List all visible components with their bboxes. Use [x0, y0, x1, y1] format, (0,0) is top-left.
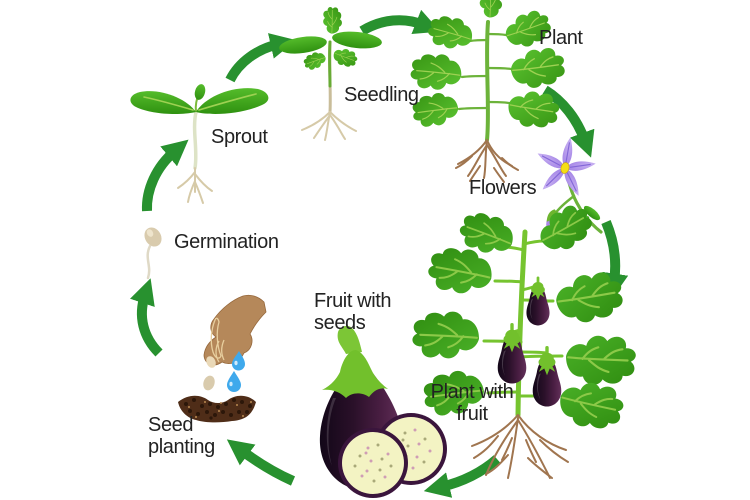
arrow-fruit-with-seeds-to-seed-planting: [226, 439, 296, 486]
eggplant-fruit: [526, 276, 550, 326]
held-seed: [206, 356, 216, 368]
label-seedling: Seedling: [344, 84, 419, 106]
seedling-left-leaf: [301, 49, 329, 73]
label-plant-with-fruit: Plant with fruit: [430, 381, 514, 426]
plant-with-fruit-illustration: [410, 198, 638, 479]
flower-center: [560, 162, 570, 174]
germination-seed: [144, 227, 162, 247]
arrow-germination-to-sprout: [141, 139, 189, 212]
arrow-flowers-to-plant-with-fruit: [601, 220, 629, 300]
label-flowers: Flowers: [469, 177, 537, 199]
seedling-right-leaf: [330, 45, 360, 70]
seedling-left-cotyledon: [279, 36, 327, 54]
eggplant-slice: [338, 428, 408, 498]
seedling-top-leaf: [322, 6, 343, 34]
arrow-seedling-to-plant: [359, 9, 441, 36]
hand: [203, 294, 267, 366]
plant-with-fruit-leaf: [410, 309, 481, 361]
seedling-illustration: [279, 6, 382, 141]
cycle-arrows: [130, 9, 629, 498]
soil-mound: [178, 395, 256, 423]
germination-seed-highlight: [146, 229, 154, 237]
sprout-bud-leaf: [194, 84, 206, 100]
sprout-illustration: [130, 84, 269, 204]
germination-root: [146, 244, 152, 280]
soil-texture: [184, 398, 252, 420]
label-seed-planting: Seed planting: [148, 414, 215, 459]
plant-leaf: [507, 45, 568, 92]
plant-with-fruit-leaf: [554, 376, 628, 435]
seedling-right-cotyledon: [332, 31, 382, 49]
plant-with-fruit-leaf: [563, 333, 638, 388]
arrow-sprout-to-seedling: [225, 33, 297, 83]
sprout-roots: [177, 167, 213, 204]
plant-illustration: [408, 0, 568, 183]
water-drops: [227, 351, 245, 392]
sprout-left-leaf: [130, 91, 196, 115]
label-fruit-with-seeds: Fruit with seeds: [314, 290, 392, 335]
label-plant: Plant: [539, 27, 583, 49]
arrow-plant-to-flowers: [542, 85, 595, 158]
label-sprout: Sprout: [211, 126, 268, 148]
flower-stem-leaf: [583, 205, 601, 221]
plant-with-fruit-roots: [471, 414, 569, 479]
flower-blossom: [537, 137, 596, 196]
seed-planting-illustration: [178, 294, 267, 423]
sprout-stem: [192, 110, 198, 170]
label-germination: Germination: [174, 231, 279, 253]
plant-leaf: [424, 11, 477, 54]
plant-roots: [455, 139, 519, 183]
slice-seeds: [353, 443, 393, 483]
fruit-with-seeds-illustration: [319, 325, 447, 498]
plant-top-leaf: [479, 0, 503, 18]
germination-illustration: [144, 227, 162, 280]
seedling-roots: [301, 111, 357, 141]
eggplant-stalk: [337, 325, 362, 354]
eggplant-calyx: [322, 350, 388, 398]
eggplant-highlight: [326, 398, 336, 466]
arrow-plant-with-fruit-to-fruit-with-seeds: [423, 455, 501, 498]
arrow-seed-planting-to-germination: [130, 278, 163, 357]
falling-seed: [203, 375, 215, 391]
